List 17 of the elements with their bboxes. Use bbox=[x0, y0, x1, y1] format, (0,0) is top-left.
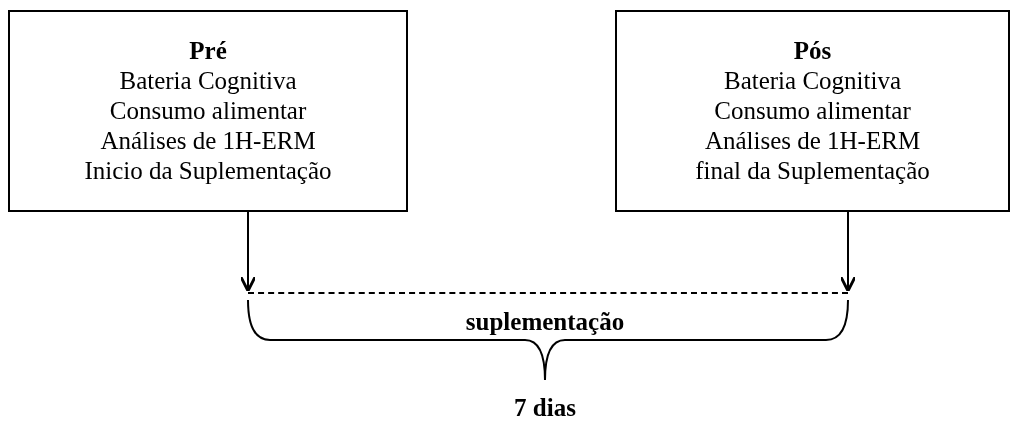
stage-box bbox=[8, 10, 408, 212]
timeline-dashed-line bbox=[248, 292, 848, 296]
arrow bbox=[239, 211, 257, 293]
box-text: Bateria Cognitiva bbox=[119, 66, 297, 96]
arrow bbox=[839, 211, 857, 293]
box-heading: Pré bbox=[189, 36, 227, 66]
box-text: final da Suplementação bbox=[695, 156, 930, 186]
stage-box bbox=[615, 10, 1010, 212]
box-text: Consumo alimentar bbox=[109, 96, 307, 126]
duration-label: 7 dias bbox=[514, 394, 576, 422]
brace-label: suplementação bbox=[465, 308, 625, 336]
box-text: Consumo alimentar bbox=[714, 96, 911, 126]
box-text: Análises de 1H-ERM bbox=[100, 126, 316, 156]
box-text: Bateria Cognitiva bbox=[723, 66, 901, 96]
box-text: Inicio da Suplementação bbox=[84, 156, 332, 186]
box-heading: Pós bbox=[793, 36, 832, 66]
box-text: Análises de 1H-ERM bbox=[704, 126, 921, 156]
